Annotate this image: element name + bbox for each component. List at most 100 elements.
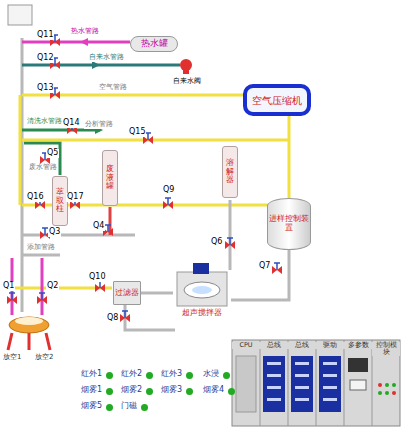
module-slot bbox=[295, 398, 309, 401]
status-label: 门磁 bbox=[120, 402, 138, 411]
icon-box bbox=[8, 5, 32, 25]
status-label: 烟雾3 bbox=[160, 386, 183, 395]
cabinet-header: 多参数 bbox=[344, 342, 372, 349]
module-slot bbox=[323, 386, 337, 389]
sample-vessel bbox=[15, 317, 43, 325]
vessel-legs bbox=[8, 333, 50, 350]
status-label: 烟雾1 bbox=[80, 386, 103, 395]
valve-number: Q13 bbox=[36, 84, 54, 93]
cabinet-header: 总线 bbox=[260, 342, 288, 349]
status-dot bbox=[146, 372, 153, 379]
valve-number: Q3 bbox=[48, 228, 61, 237]
tank-node: 溶解器 bbox=[222, 146, 238, 198]
valve-number: Q15 bbox=[128, 128, 146, 137]
pipe-label: 添加管路 bbox=[26, 244, 56, 252]
pipe-label: 放空2 bbox=[34, 354, 54, 362]
air-pipe bbox=[19, 95, 22, 205]
air-pipe bbox=[22, 139, 290, 142]
tap-water-pipe bbox=[22, 64, 180, 67]
status-dot bbox=[228, 388, 235, 395]
status-dot bbox=[106, 404, 113, 411]
module-slot bbox=[267, 398, 281, 401]
tank-node: 热水罐 bbox=[130, 36, 178, 52]
node-text: 过滤器 bbox=[115, 289, 139, 298]
pipe-label: 热水管路 bbox=[70, 28, 100, 36]
mixer-node: 超声搅拌器 bbox=[173, 262, 231, 318]
bus-module bbox=[291, 356, 313, 412]
module-slot bbox=[323, 362, 337, 365]
status-label: 水浸 bbox=[202, 370, 220, 379]
valve-number: Q11 bbox=[36, 31, 54, 40]
grey-pipe bbox=[229, 200, 232, 270]
valve-number: Q17 bbox=[66, 193, 84, 202]
valves bbox=[7, 35, 282, 322]
pipe-label: 分析管路 bbox=[84, 121, 114, 129]
grey-pipe bbox=[22, 234, 135, 237]
status-label: 红外3 bbox=[160, 370, 183, 379]
status-label: 烟雾2 bbox=[120, 386, 143, 395]
pipe-label: 自来水阀 bbox=[172, 78, 202, 86]
cabinet-header: 控制模块 bbox=[372, 342, 400, 356]
module-slot bbox=[323, 398, 337, 401]
pipe-label: 废水管路 bbox=[28, 164, 58, 172]
cpu-module bbox=[236, 356, 256, 412]
tank-node: 进样控制装置 bbox=[267, 198, 311, 250]
valve-number: Q1 bbox=[2, 282, 15, 291]
pipe-label: 清洗水管路 bbox=[26, 118, 63, 126]
valve-number: Q16 bbox=[26, 193, 44, 202]
mixer-display bbox=[193, 263, 209, 274]
pipe-connector bbox=[141, 292, 173, 295]
cabinet-header: 总线 bbox=[288, 342, 316, 349]
node-text: 溶解器 bbox=[226, 159, 234, 185]
status-label: 红外2 bbox=[120, 370, 143, 379]
status-dot bbox=[141, 404, 148, 411]
valve-number: Q10 bbox=[88, 273, 106, 282]
valve-actuator bbox=[39, 293, 45, 300]
valve-number: Q6 bbox=[210, 238, 223, 247]
grey-pipe bbox=[21, 38, 24, 312]
node-text: 进样控制装置 bbox=[268, 215, 310, 233]
status-dot bbox=[106, 372, 113, 379]
cabinet-header: 驱动 bbox=[316, 342, 344, 349]
tap-valve-symbol bbox=[180, 59, 192, 71]
sample-pipe bbox=[12, 258, 42, 315]
module-lines bbox=[267, 362, 337, 401]
hot-water-pipe bbox=[22, 41, 130, 44]
wash-pipe bbox=[24, 143, 60, 175]
valve-number: Q14 bbox=[62, 119, 80, 128]
grey-pipe bbox=[22, 254, 60, 257]
cabinet-header: CPU bbox=[232, 342, 260, 349]
tank-node: 过滤器 bbox=[113, 281, 141, 305]
node-text: 热水罐 bbox=[141, 39, 168, 49]
arrow-head bbox=[80, 38, 88, 46]
cabinet-panel bbox=[232, 340, 400, 426]
status-dot bbox=[223, 372, 230, 379]
status-label: 烟雾5 bbox=[80, 402, 103, 411]
cabinet-dividers bbox=[260, 340, 372, 426]
node-text: 超声搅拌器 bbox=[182, 309, 222, 318]
module-slot bbox=[295, 386, 309, 389]
node-text: 萃取柱 bbox=[56, 188, 64, 214]
pipe-connector bbox=[288, 116, 291, 198]
module-slot bbox=[267, 386, 281, 389]
valve-number: Q12 bbox=[36, 54, 54, 63]
meter-display bbox=[348, 358, 368, 372]
valve-actuator bbox=[105, 225, 111, 232]
pipe-label: 放空1 bbox=[2, 354, 22, 362]
mixer-bath bbox=[184, 282, 220, 298]
tap-valve-symbol bbox=[183, 70, 189, 74]
arrow-head bbox=[92, 61, 100, 69]
status-lamps bbox=[378, 383, 396, 395]
valve-actuator bbox=[274, 263, 280, 270]
status-dot bbox=[146, 388, 153, 395]
node-text: 废液罐 bbox=[106, 165, 114, 191]
valve-actuator bbox=[122, 311, 128, 318]
valve-actuator bbox=[227, 238, 233, 245]
status-dot bbox=[106, 388, 113, 395]
status-dot bbox=[186, 372, 193, 379]
valve-number: Q5 bbox=[46, 149, 59, 158]
tank-node: 空气压缩机 bbox=[243, 84, 311, 116]
module-slot bbox=[295, 362, 309, 365]
valve-number: Q7 bbox=[258, 262, 271, 271]
